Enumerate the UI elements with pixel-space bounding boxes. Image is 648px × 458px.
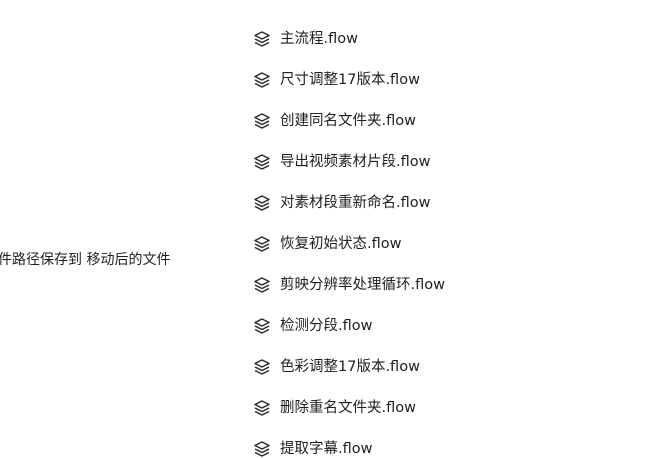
layers-icon <box>252 439 272 458</box>
flow-item-label: 导出视频素材片段.flow <box>280 153 431 170</box>
flow-item-label: 主流程.flow <box>280 30 358 47</box>
flow-item-rename[interactable]: 对素材段重新命名.flow <box>252 182 445 223</box>
layers-icon <box>252 111 272 131</box>
flow-item-label: 恢复初始状态.flow <box>280 235 402 252</box>
flow-item-export-clips[interactable]: 导出视频素材片段.flow <box>252 141 445 182</box>
layers-icon <box>252 70 272 90</box>
flow-item-color-adjust[interactable]: 色彩调整17版本.flow <box>252 346 445 387</box>
layers-icon <box>252 398 272 418</box>
layers-icon <box>252 193 272 213</box>
layers-icon <box>252 234 272 254</box>
layers-icon <box>252 316 272 336</box>
flow-item-resolution-loop[interactable]: 剪映分辨率处理循环.flow <box>252 264 445 305</box>
flow-item-label: 提取字幕.flow <box>280 440 373 457</box>
flow-item-resize[interactable]: 尺寸调整17版本.flow <box>252 59 445 100</box>
flow-item-label: 创建同名文件夹.flow <box>280 112 416 129</box>
flow-file-list: 主流程.flow 尺寸调整17版本.flow 创建同名文件夹.flow 导出视频… <box>252 18 445 458</box>
flow-item-label: 删除重名文件夹.flow <box>280 399 416 416</box>
layers-icon <box>252 29 272 49</box>
parent-node-label: 件路径保存到 移动后的文件 <box>0 252 171 268</box>
flow-item-label: 对素材段重新命名.flow <box>280 194 431 211</box>
layers-icon <box>252 275 272 295</box>
flow-item-delete-duplicate-folder[interactable]: 删除重名文件夹.flow <box>252 387 445 428</box>
flow-item-restore[interactable]: 恢复初始状态.flow <box>252 223 445 264</box>
flow-item-label: 检测分段.flow <box>280 317 373 334</box>
layers-icon <box>252 152 272 172</box>
flow-item-label: 剪映分辨率处理循环.flow <box>280 276 445 293</box>
flow-item-label: 色彩调整17版本.flow <box>280 358 420 375</box>
flow-item-main[interactable]: 主流程.flow <box>252 18 445 59</box>
flow-item-extract-subtitles[interactable]: 提取字幕.flow <box>252 428 445 458</box>
flow-item-label: 尺寸调整17版本.flow <box>280 71 420 88</box>
flow-item-detect-segments[interactable]: 检测分段.flow <box>252 305 445 346</box>
flow-item-create-folder[interactable]: 创建同名文件夹.flow <box>252 100 445 141</box>
layers-icon <box>252 357 272 377</box>
